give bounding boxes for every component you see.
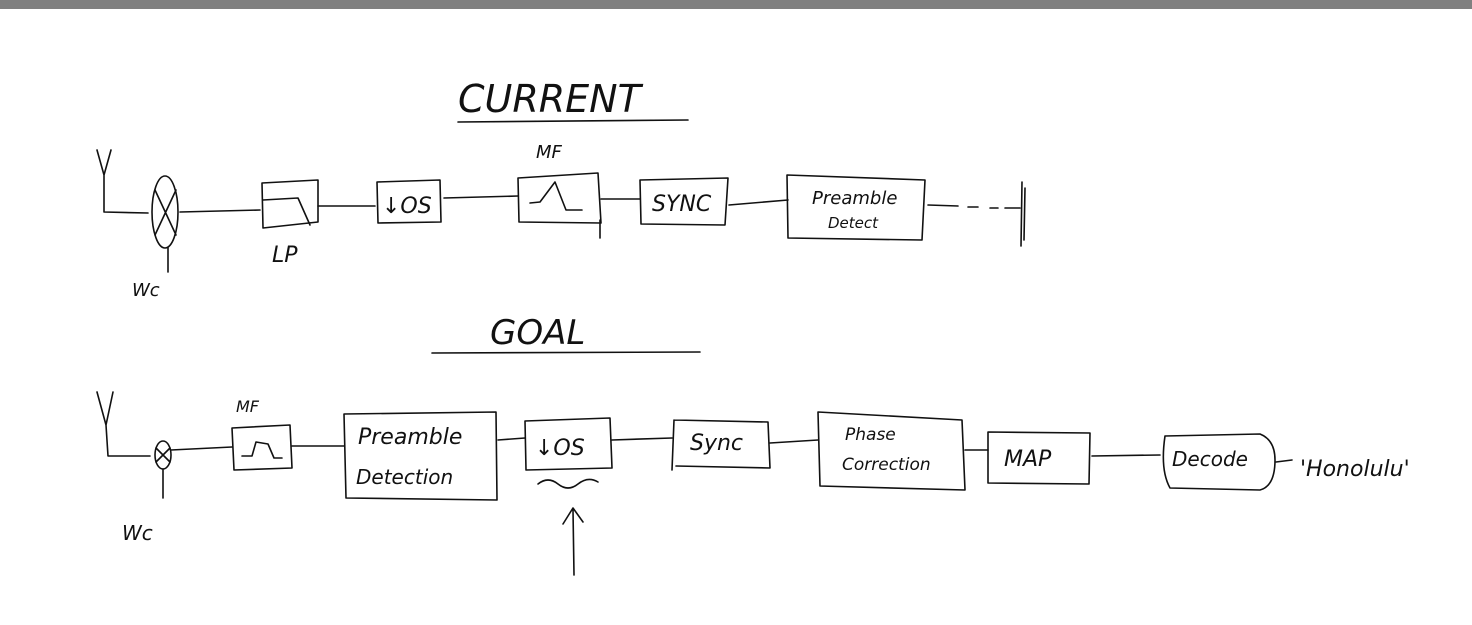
current-title: CURRENT [458, 77, 644, 121]
current-matched-filter-block [517, 172, 602, 239]
goal-decode-block [1162, 433, 1276, 491]
current-sync-label: SYNC [652, 192, 712, 217]
goal-title: GOAL [490, 313, 585, 353]
current-sync-block [639, 177, 729, 226]
current-preamble-line1: Preamble [812, 188, 897, 209]
wire [179, 209, 261, 213]
goal-downsample-label: ↓OS [535, 436, 585, 461]
mixer-icon [154, 440, 172, 499]
current-preamble-detect-block [786, 174, 926, 241]
lowpass-response-icon [262, 197, 311, 226]
wire [497, 437, 526, 441]
goal-decode-label: Decode [1172, 447, 1248, 471]
goal-sync-label: Sync [690, 431, 743, 456]
current-lowpass-block [261, 179, 319, 229]
goal-phase-line1: Phase [845, 425, 896, 445]
current-downsample-label: ↓OS [382, 194, 432, 219]
goal-phase-line2: Correction [842, 455, 931, 475]
pulse-response-icon [241, 441, 283, 459]
wire [170, 446, 233, 451]
goal-preamble-detection-block [343, 411, 498, 501]
window-top-bar [0, 0, 1472, 9]
current-downsample-block [376, 179, 442, 224]
goal-sync-block [671, 419, 771, 471]
current-preamble-line2: Detect [828, 214, 879, 232]
arrow-up-icon [562, 507, 584, 576]
wire [611, 437, 673, 441]
pulse-response-icon [529, 181, 583, 211]
goal-map-label: MAP [1004, 447, 1052, 472]
goal-output-label: 'Honolulu' [1300, 457, 1410, 482]
goal-matched-filter-block [231, 424, 293, 471]
current-carrier-label: Wc [132, 280, 160, 301]
current-title-underline [457, 119, 689, 123]
wire [1091, 454, 1161, 457]
wire [443, 195, 519, 199]
goal-downsample-block [524, 417, 613, 471]
goal-mf-label: MF [236, 397, 260, 416]
continuation-dashes [927, 181, 1026, 247]
goal-preamble-line2: Detection [356, 465, 453, 489]
goal-title-underline [431, 351, 701, 354]
squiggle-mark [537, 478, 599, 489]
goal-carrier-label: Wc [122, 521, 153, 545]
current-lp-label: LP [272, 243, 298, 268]
wire [728, 199, 789, 206]
goal-map-block [987, 431, 1091, 485]
goal-preamble-line1: Preamble [358, 425, 462, 450]
wire [1275, 459, 1293, 463]
goal-phase-correction-block [817, 411, 966, 491]
antenna-icon [96, 149, 149, 214]
mixer-icon [151, 175, 179, 273]
current-mf-label: MF [536, 142, 563, 163]
antenna-icon [96, 391, 151, 457]
wire [769, 439, 819, 444]
